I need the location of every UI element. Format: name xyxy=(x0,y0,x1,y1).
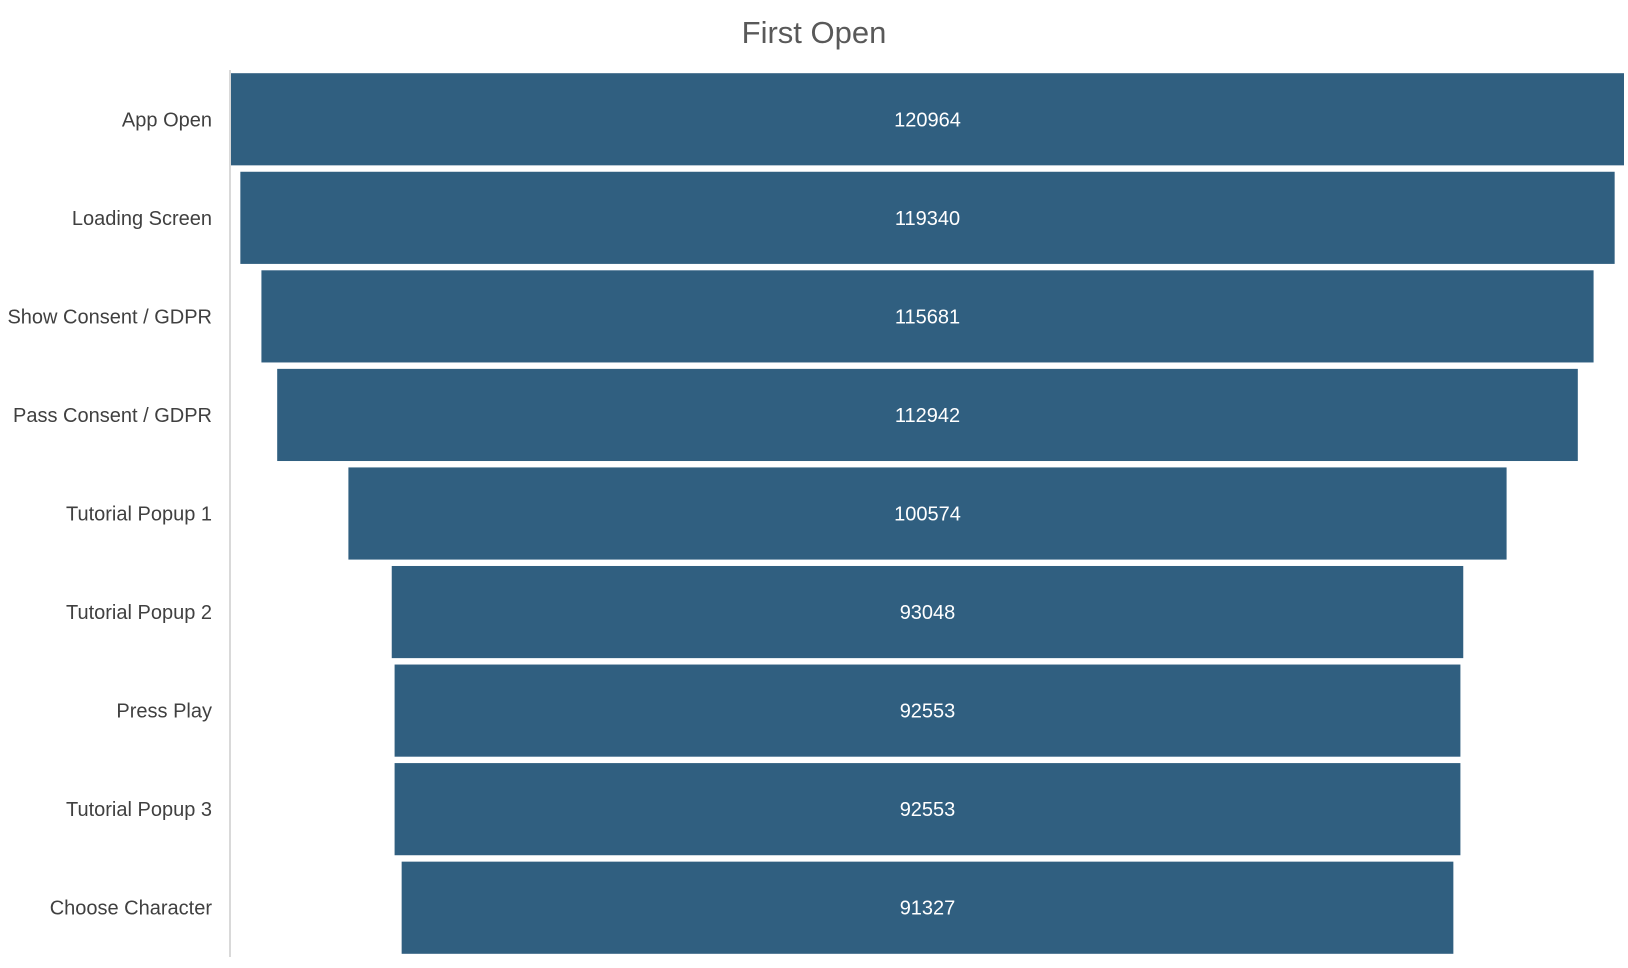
funnel-bar xyxy=(401,861,1454,954)
value-label: 120964 xyxy=(894,109,961,131)
funnel-bar xyxy=(348,467,1507,560)
value-label: 119340 xyxy=(895,208,960,230)
category-label: Choose Character xyxy=(50,898,213,920)
category-label: App Open xyxy=(122,109,212,131)
value-label: 92553 xyxy=(900,799,956,821)
funnel-bar xyxy=(240,171,1615,264)
value-label: 115681 xyxy=(895,306,960,328)
funnel-bar xyxy=(231,73,1624,166)
category-label: Show Consent / GDPR xyxy=(7,306,212,328)
funnel-bar xyxy=(261,270,1594,363)
value-label: 93048 xyxy=(900,602,956,624)
value-label: 91327 xyxy=(900,898,956,920)
funnel-bar xyxy=(394,664,1461,757)
bars-layer xyxy=(231,73,1624,954)
value-labels-layer: 120964 119340 115681 112942 100574 93048 92553… xyxy=(894,109,961,919)
funnel-bar xyxy=(277,368,1578,462)
value-label: 112942 xyxy=(895,405,960,427)
category-label: Pass Consent / GDPR xyxy=(13,405,212,427)
funnel-bar xyxy=(394,763,1461,856)
funnel-bar xyxy=(391,565,1464,659)
category-label: Loading Screen xyxy=(72,208,212,230)
category-label: Tutorial Popup 1 xyxy=(66,504,212,526)
value-label: 100574 xyxy=(894,504,961,526)
category-label: Tutorial Popup 2 xyxy=(66,602,212,624)
category-label: Tutorial Popup 3 xyxy=(66,799,212,821)
category-label: Press Play xyxy=(116,701,212,723)
value-label: 92553 xyxy=(900,701,956,723)
chart-title: First Open xyxy=(742,15,887,50)
